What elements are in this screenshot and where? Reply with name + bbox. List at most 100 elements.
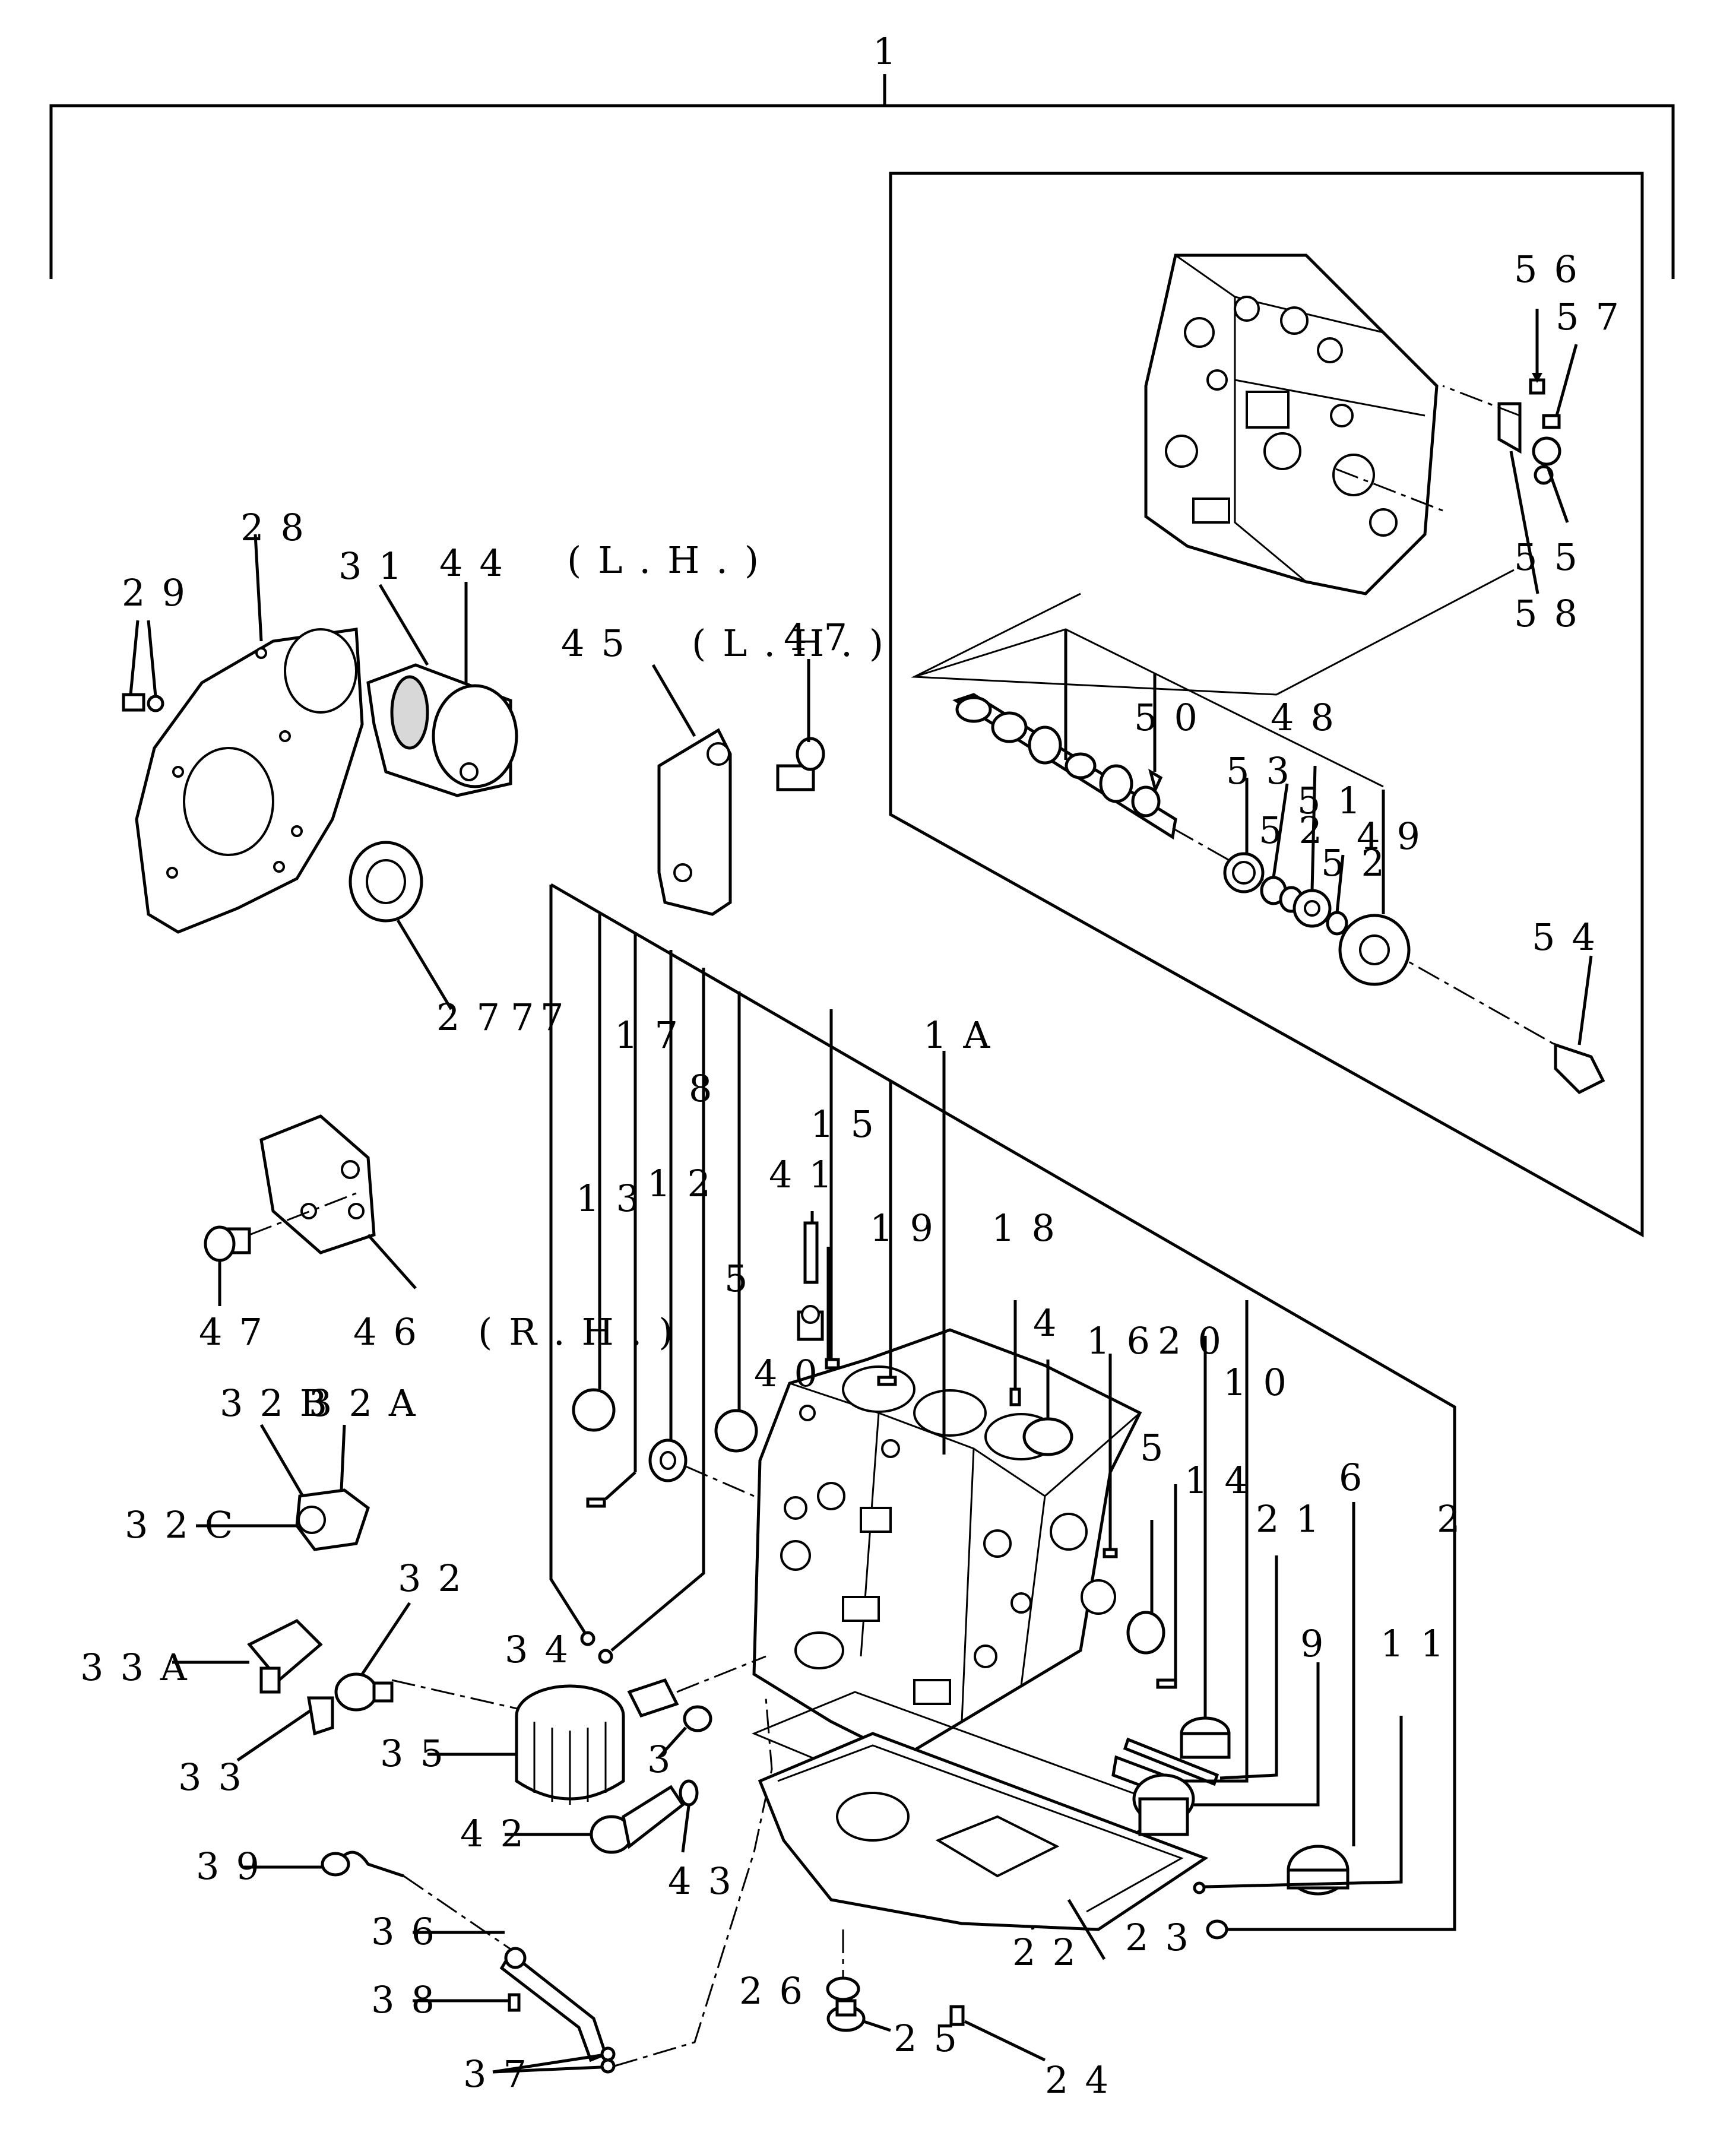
label-54: 54 bbox=[1532, 915, 1612, 959]
label-53: 53 bbox=[1226, 749, 1306, 793]
o-rings-37 bbox=[492, 2046, 616, 2074]
label-40: 40 bbox=[754, 1352, 834, 1395]
label-32: 32 bbox=[398, 1557, 478, 1600]
label-48: 48 bbox=[1271, 696, 1351, 739]
pin-7 bbox=[549, 885, 595, 1646]
label-46: 46 bbox=[353, 1310, 433, 1354]
seal-12 bbox=[648, 950, 755, 1497]
dash-line bbox=[1442, 385, 1520, 417]
label-25: 25 bbox=[894, 2017, 974, 2060]
label-13: 13 bbox=[576, 1177, 656, 1220]
label-36: 36 bbox=[371, 1910, 451, 1953]
plug-5-left bbox=[714, 991, 758, 1453]
assembly-bracket bbox=[49, 74, 1675, 279]
bracket-46 bbox=[259, 1114, 417, 1289]
label-29: 29 bbox=[122, 571, 202, 614]
label-33a: 33A bbox=[80, 1646, 204, 1689]
label-19: 19 bbox=[870, 1206, 950, 1250]
inset-frame bbox=[889, 172, 1644, 1238]
pin-19 bbox=[877, 1080, 897, 1386]
bolt-56 bbox=[1529, 309, 1545, 395]
gear-51 bbox=[1293, 765, 1332, 928]
label-43: 43 bbox=[668, 1859, 748, 1903]
bushing-5 bbox=[1126, 1520, 1165, 1655]
rear-plate-28 bbox=[135, 534, 364, 934]
plug-13 bbox=[572, 914, 616, 1432]
pin-41 bbox=[803, 1211, 819, 1284]
label-1: 1 bbox=[873, 30, 913, 73]
dowel-40 bbox=[797, 1247, 830, 1365]
label-10: 10 bbox=[1223, 1361, 1303, 1404]
label-15: 15 bbox=[810, 1102, 891, 1146]
pin-11 bbox=[1193, 1716, 1403, 1894]
bearing-53 bbox=[1223, 778, 1265, 893]
drain-plug-25 bbox=[826, 1999, 891, 2032]
washer-43 bbox=[679, 1779, 699, 1853]
dash-line bbox=[391, 1679, 523, 1711]
bolt-24 bbox=[949, 2005, 1046, 2062]
pin-8 bbox=[598, 968, 705, 1664]
label-21: 21 bbox=[1256, 1497, 1336, 1541]
label-46-rh: (R.H.) bbox=[478, 1310, 690, 1354]
sensor-32a bbox=[196, 1424, 370, 1551]
plug-3 bbox=[658, 1705, 712, 1758]
label-47a: 47 bbox=[199, 1310, 279, 1354]
key-50 bbox=[1148, 674, 1163, 794]
label-5b: 5 bbox=[1140, 1426, 1180, 1469]
pin-18 bbox=[1009, 1300, 1021, 1406]
label-16: 16 bbox=[1086, 1319, 1167, 1362]
cover-54 bbox=[1554, 955, 1605, 1095]
label-56: 56 bbox=[1514, 248, 1594, 291]
bolt-47-lower bbox=[204, 1192, 357, 1306]
label-45-lh: (L.H.) bbox=[692, 622, 900, 665]
plate-58 bbox=[1497, 402, 1539, 594]
callout-labels: 1 1A 2 3 4 5 5 6 7 7 8 9 10 11 12 13 14 … bbox=[80, 30, 1619, 2102]
label-2: 2 bbox=[1437, 1497, 1477, 1541]
label-6: 6 bbox=[1339, 1456, 1379, 1499]
label-8: 8 bbox=[689, 1067, 728, 1110]
bolts-29 bbox=[122, 620, 164, 712]
spring-34 bbox=[627, 1655, 766, 1718]
label-44: 44 bbox=[439, 541, 519, 585]
label-26: 26 bbox=[739, 1969, 819, 2013]
label-50: 50 bbox=[1134, 696, 1214, 739]
terminal-33 bbox=[236, 1696, 334, 1762]
fitting-33a bbox=[172, 1618, 323, 1694]
label-32b: 32B bbox=[220, 1381, 343, 1425]
leader-frame-cam bbox=[914, 628, 1384, 788]
oil-filter-35 bbox=[427, 1684, 625, 1805]
washer-26 bbox=[826, 1929, 860, 2001]
plug-6 bbox=[1287, 1502, 1355, 1896]
label-51: 51 bbox=[1297, 779, 1377, 822]
bracket-45 bbox=[651, 664, 732, 916]
switch-32 bbox=[334, 1602, 411, 1712]
gear-49 bbox=[1338, 790, 1411, 986]
label-24: 24 bbox=[1045, 2058, 1125, 2102]
bolt-57 bbox=[1542, 344, 1578, 429]
label-55: 55 bbox=[1514, 536, 1594, 579]
starter-motor-31 bbox=[366, 582, 518, 797]
label-44-lh: (L.H.) bbox=[567, 538, 775, 582]
rod-21 bbox=[1123, 1555, 1278, 1786]
ring-52 bbox=[1326, 854, 1348, 936]
gear-55 bbox=[1532, 436, 1569, 523]
label-34: 34 bbox=[505, 1628, 585, 1671]
plug-2 bbox=[1206, 1555, 1456, 1940]
label-38: 38 bbox=[371, 1978, 451, 2021]
bushing-20 bbox=[1180, 1336, 1231, 1759]
label-32a: 32A bbox=[309, 1381, 432, 1425]
pin-15 bbox=[825, 1009, 840, 1370]
label-7a: 7 bbox=[511, 996, 550, 1039]
label-20: 20 bbox=[1158, 1319, 1238, 1362]
label-1a: 1A bbox=[923, 1013, 1006, 1057]
label-5a: 5 bbox=[724, 1257, 764, 1300]
label-52a: 52 bbox=[1259, 809, 1339, 852]
seal-27 bbox=[349, 841, 453, 1010]
label-39: 39 bbox=[196, 1845, 276, 1888]
label-37: 37 bbox=[463, 2052, 543, 2096]
bolt-38 bbox=[413, 1993, 521, 2012]
label-9: 9 bbox=[1300, 1622, 1340, 1665]
leader-frame-head bbox=[911, 569, 1515, 696]
label-49: 49 bbox=[1357, 815, 1437, 858]
